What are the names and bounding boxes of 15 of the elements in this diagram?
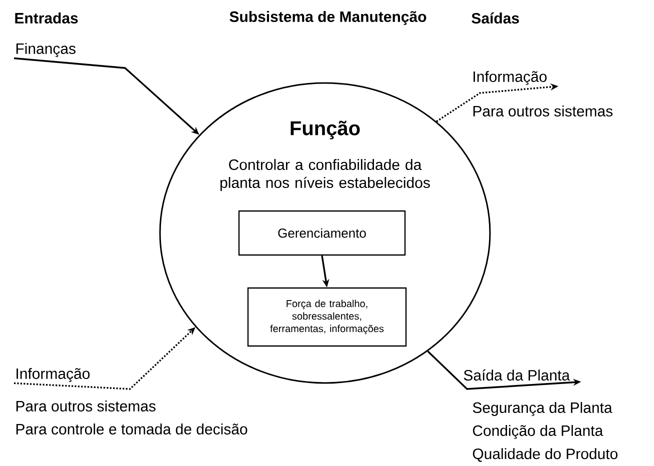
heading: Subsistema de Manutenção bbox=[230, 11, 426, 25]
text: Informação bbox=[474, 70, 547, 86]
process-box: Gerenciamento bbox=[238, 210, 406, 256]
text: Condição da Planta bbox=[472, 424, 604, 440]
heading: Entradas bbox=[15, 12, 78, 24]
text: Qualidade do Produto bbox=[472, 448, 618, 462]
heading: Saídas bbox=[472, 12, 519, 24]
text: Informação bbox=[16, 368, 90, 382]
text: Segurança da Planta bbox=[472, 402, 612, 416]
process-box: Força de trabalho, sobressalentes, ferramentas, informações bbox=[247, 287, 407, 347]
text: Saída da Planta bbox=[464, 369, 570, 381]
text: Para controle e tomada de decisão bbox=[16, 423, 248, 434]
text: Para outros sistemas bbox=[16, 400, 156, 412]
text: Para outros sistemas bbox=[473, 106, 612, 116]
text: Finanças bbox=[16, 42, 76, 58]
